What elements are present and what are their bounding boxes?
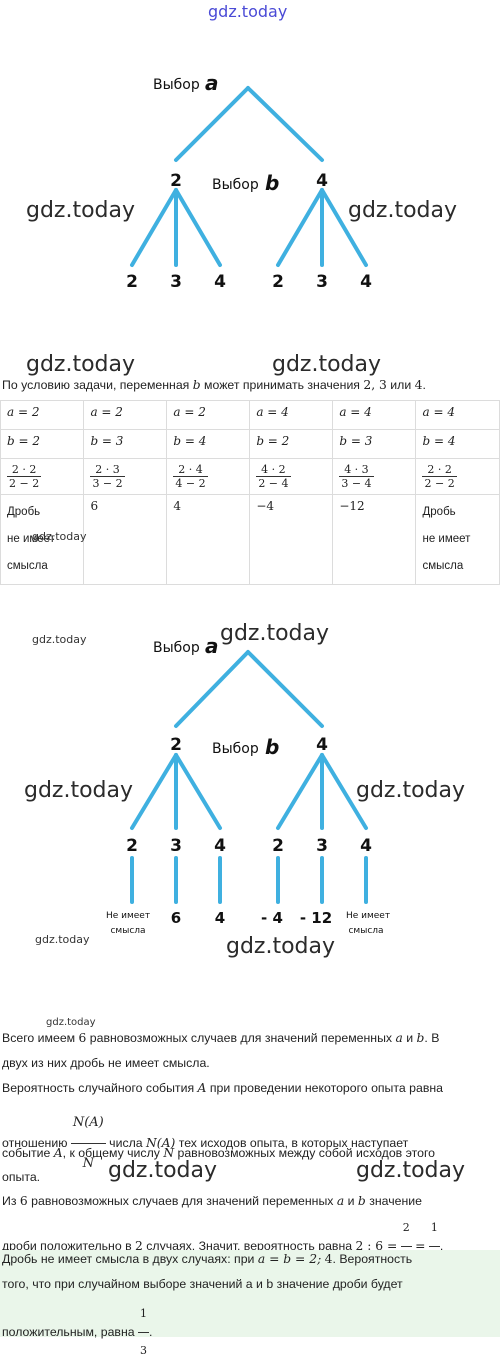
table-cell: b = 3 [332, 429, 417, 459]
watermark: gdz.today [226, 934, 336, 959]
tree1-leaf: 3 [316, 272, 328, 292]
table-cell: a = 4 [332, 400, 417, 430]
highlight-block [0, 1250, 500, 1337]
conclusion-line-5: событие A, к общему числу N равновозможн… [2, 1146, 436, 1160]
tree1-leaf: 3 [170, 272, 182, 292]
table-cell: 4 [166, 494, 251, 585]
table-cell: b = 4 [415, 429, 500, 459]
watermark: gdz.today [26, 198, 136, 223]
conclusion-line-3: Вероятность случайного события A при про… [2, 1081, 443, 1095]
tree1-choice-b-word: Выбор [212, 177, 259, 193]
table-cell: −4 [249, 494, 334, 585]
tree2-choice-b-var: b [265, 735, 279, 759]
table-row-a: a = 2 a = 2 a = 2 a = 4 a = 4 a = 4 [0, 400, 500, 430]
watermark: gdz.today [220, 621, 330, 646]
table-cell: b = 2 [249, 429, 334, 459]
conclusion-line-6: опыта. [2, 1170, 41, 1184]
table-row-b: b = 2 b = 3 b = 4 b = 2 b = 3 b = 4 [0, 429, 500, 459]
tree2-result: - 4 [261, 909, 283, 927]
watermark: gdz.today [356, 1158, 466, 1183]
table-cell: 6 [83, 494, 168, 585]
tree2-choice-a-word: Выбор [153, 640, 200, 656]
table-cell: b = 3 [83, 429, 168, 459]
table-cell: a = 2 [166, 400, 251, 430]
table-cell: b = 2 [0, 429, 85, 459]
tree1-leaf: 4 [360, 272, 372, 292]
tree2-result: 4 [215, 909, 225, 927]
table-cell: a = 4 [249, 400, 334, 430]
tree1-leaf: 2 [126, 272, 138, 292]
conclusion-line-1: Всего имеем 6 равновозможных случаев для… [2, 1031, 440, 1045]
tree1-leaf: 2 [272, 272, 284, 292]
tree2-node-a4: 4 [316, 735, 328, 755]
table-cell: b = 4 [166, 429, 251, 459]
tree2-leaf: 3 [170, 836, 182, 856]
tree2-leaf: 4 [214, 836, 226, 856]
highlight-line-1: Дробь не имеет смысла в двух случаях: пр… [2, 1252, 413, 1266]
tree1-leaf: 4 [214, 272, 226, 292]
tree2-branches [130, 650, 368, 904]
tree1-branches [130, 86, 368, 267]
watermark: gdz.today [26, 352, 136, 377]
table-cell: a = 4 [415, 400, 500, 430]
tree1-choice-b-var: b [265, 171, 279, 195]
watermark: gdz.today [348, 198, 458, 223]
table-cell: a = 2 [83, 400, 168, 430]
watermark-top: gdz.today [208, 2, 288, 21]
watermark: gdz.today [272, 352, 382, 377]
watermark: gdz.today [46, 1017, 96, 1028]
watermark: gdz.today [35, 933, 90, 946]
tree1-node-a2: 2 [170, 171, 182, 191]
watermark: gdz.today [24, 778, 134, 803]
tree2-result: - 12 [300, 909, 332, 927]
tree2-leaf: 4 [360, 836, 372, 856]
tree2-result-no-meaning-1b: Не имеет [346, 911, 390, 921]
tree1-node-a4: 4 [316, 171, 328, 191]
conclusion-line-7: Из 6 равновозможных случаев для значений… [2, 1194, 422, 1208]
watermark: gdz.today [356, 778, 466, 803]
tree-diagram-1: Выбор a Выбор b 2 4 2 3 4 2 3 4 [126, 71, 372, 292]
tree1-choice-a-var: a [205, 71, 219, 95]
conclusion-line-2: двух из них дробь не имеет смысла. [2, 1056, 210, 1070]
conclusion-line-4: отношению N(A)N числа N(A) тех исходов о… [2, 1103, 498, 1184]
table-cell: a = 2 [0, 400, 85, 430]
tree2-choice-a-var: a [205, 634, 219, 658]
watermark: gdz.today [32, 633, 87, 646]
cases-table: a = 2 a = 2 a = 2 a = 4 a = 4 a = 4 b = … [0, 400, 500, 585]
tree-diagram-2: Выбор a Выбор b 2 4 2 3 4 2 3 4 Не имеет… [106, 634, 390, 936]
tree2-leaf: 2 [126, 836, 138, 856]
highlight-line-2: того, что при случайном выборе значений … [2, 1277, 403, 1291]
intro-sentence: По условию задачи, переменная b может пр… [2, 378, 426, 392]
table-cell: −12 [332, 494, 417, 585]
tree2-leaf: 3 [316, 836, 328, 856]
tree2-node-a2: 2 [170, 735, 182, 755]
tree2-result-no-meaning-2b: смысла [348, 926, 383, 936]
watermark: gdz.today [32, 530, 87, 543]
tree2-result-no-meaning-1: Не имеет [106, 911, 150, 921]
tree2-result-no-meaning-2: смысла [110, 926, 145, 936]
tree2-leaf: 2 [272, 836, 284, 856]
tree2-result: 6 [171, 909, 181, 927]
tree2-choice-b-word: Выбор [212, 741, 259, 757]
tree1-choice-a-word: Выбор [153, 77, 200, 93]
watermark: gdz.today [108, 1158, 218, 1183]
